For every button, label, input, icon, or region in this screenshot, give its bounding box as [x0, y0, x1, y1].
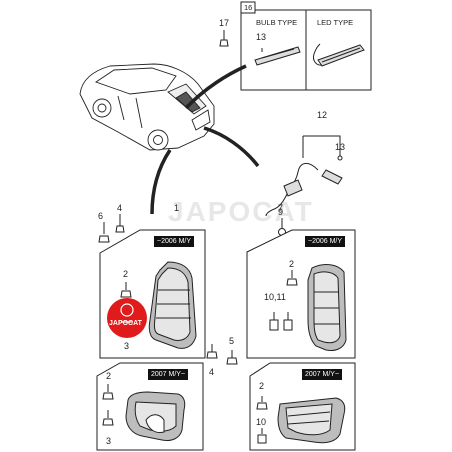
callout-1: 1 — [174, 203, 180, 213]
parts-10-11-bulbs — [269, 312, 293, 331]
callout-7: 7 — [278, 203, 284, 213]
part-4-bolt-upper — [115, 214, 125, 233]
tag-upper-right: ~2006 M/Y — [305, 236, 346, 247]
lamp-lower-left — [125, 391, 186, 441]
bulb-type-label: BULB TYPE — [256, 18, 298, 27]
callout-2-upper-left: 2 — [123, 269, 129, 279]
callout-13-inset: 13 — [256, 32, 267, 42]
callout-10-lower-right: 10 — [256, 417, 267, 427]
part-2-screw-lr — [256, 396, 268, 410]
vehicle-sketch — [79, 63, 215, 151]
callout-17: 17 — [219, 18, 230, 28]
leader-right — [203, 126, 260, 168]
callout-2-lower-left: 2 — [106, 371, 112, 381]
led-type-label: LED TYPE — [317, 18, 354, 27]
callout-3-lower-left: 3 — [106, 436, 112, 446]
harness-12 — [265, 135, 343, 217]
lamp-upper-right — [307, 264, 347, 351]
part-4-bolt-lower — [206, 344, 218, 359]
callout-4-lower: 4 — [209, 367, 215, 377]
part-2-screw-ul — [120, 282, 132, 298]
part-10-bulb-lr — [257, 428, 267, 444]
callout-12: 12 — [317, 110, 328, 120]
callout-2-upper-right: 2 — [289, 259, 295, 269]
tag-lower-left: 2007 M/Y~ — [148, 369, 189, 380]
inset-number: 16 — [244, 3, 253, 12]
part-5-bolt — [226, 350, 238, 365]
part-2-screw-ur — [286, 270, 298, 286]
inset-16-frame — [240, 1, 372, 91]
callout-3-upper-left: 3 — [124, 341, 130, 351]
leader-inset — [184, 64, 247, 110]
japocat-stamp-logo — [107, 298, 147, 338]
callout-2-lower-right: 2 — [259, 381, 265, 391]
callout-6: 6 — [98, 211, 104, 221]
lamp-upper-left — [148, 261, 197, 349]
lamp-lower-right — [277, 397, 346, 444]
callout-13: 13 — [335, 142, 346, 152]
watermark-text: JAPOCAT — [168, 196, 314, 227]
stamp-text: JAPOCAT — [109, 320, 142, 327]
led-type-lamp — [313, 43, 365, 67]
bulb-type-lamp — [254, 46, 301, 66]
leader-left — [150, 149, 172, 215]
part-6-nut — [98, 222, 110, 243]
part-2-screw-ll — [102, 384, 114, 400]
callout-9: 9 — [278, 207, 284, 217]
part-17-clip — [219, 30, 229, 47]
callout-10-11: 10,11 — [264, 292, 286, 302]
part-3-screw-ll — [102, 410, 114, 426]
callout-4-upper: 4 — [117, 203, 123, 213]
tag-upper-left: ~2006 M/Y — [154, 236, 195, 247]
callout-5: 5 — [229, 336, 235, 346]
tag-lower-right: 2007 M/Y~ — [302, 369, 343, 380]
